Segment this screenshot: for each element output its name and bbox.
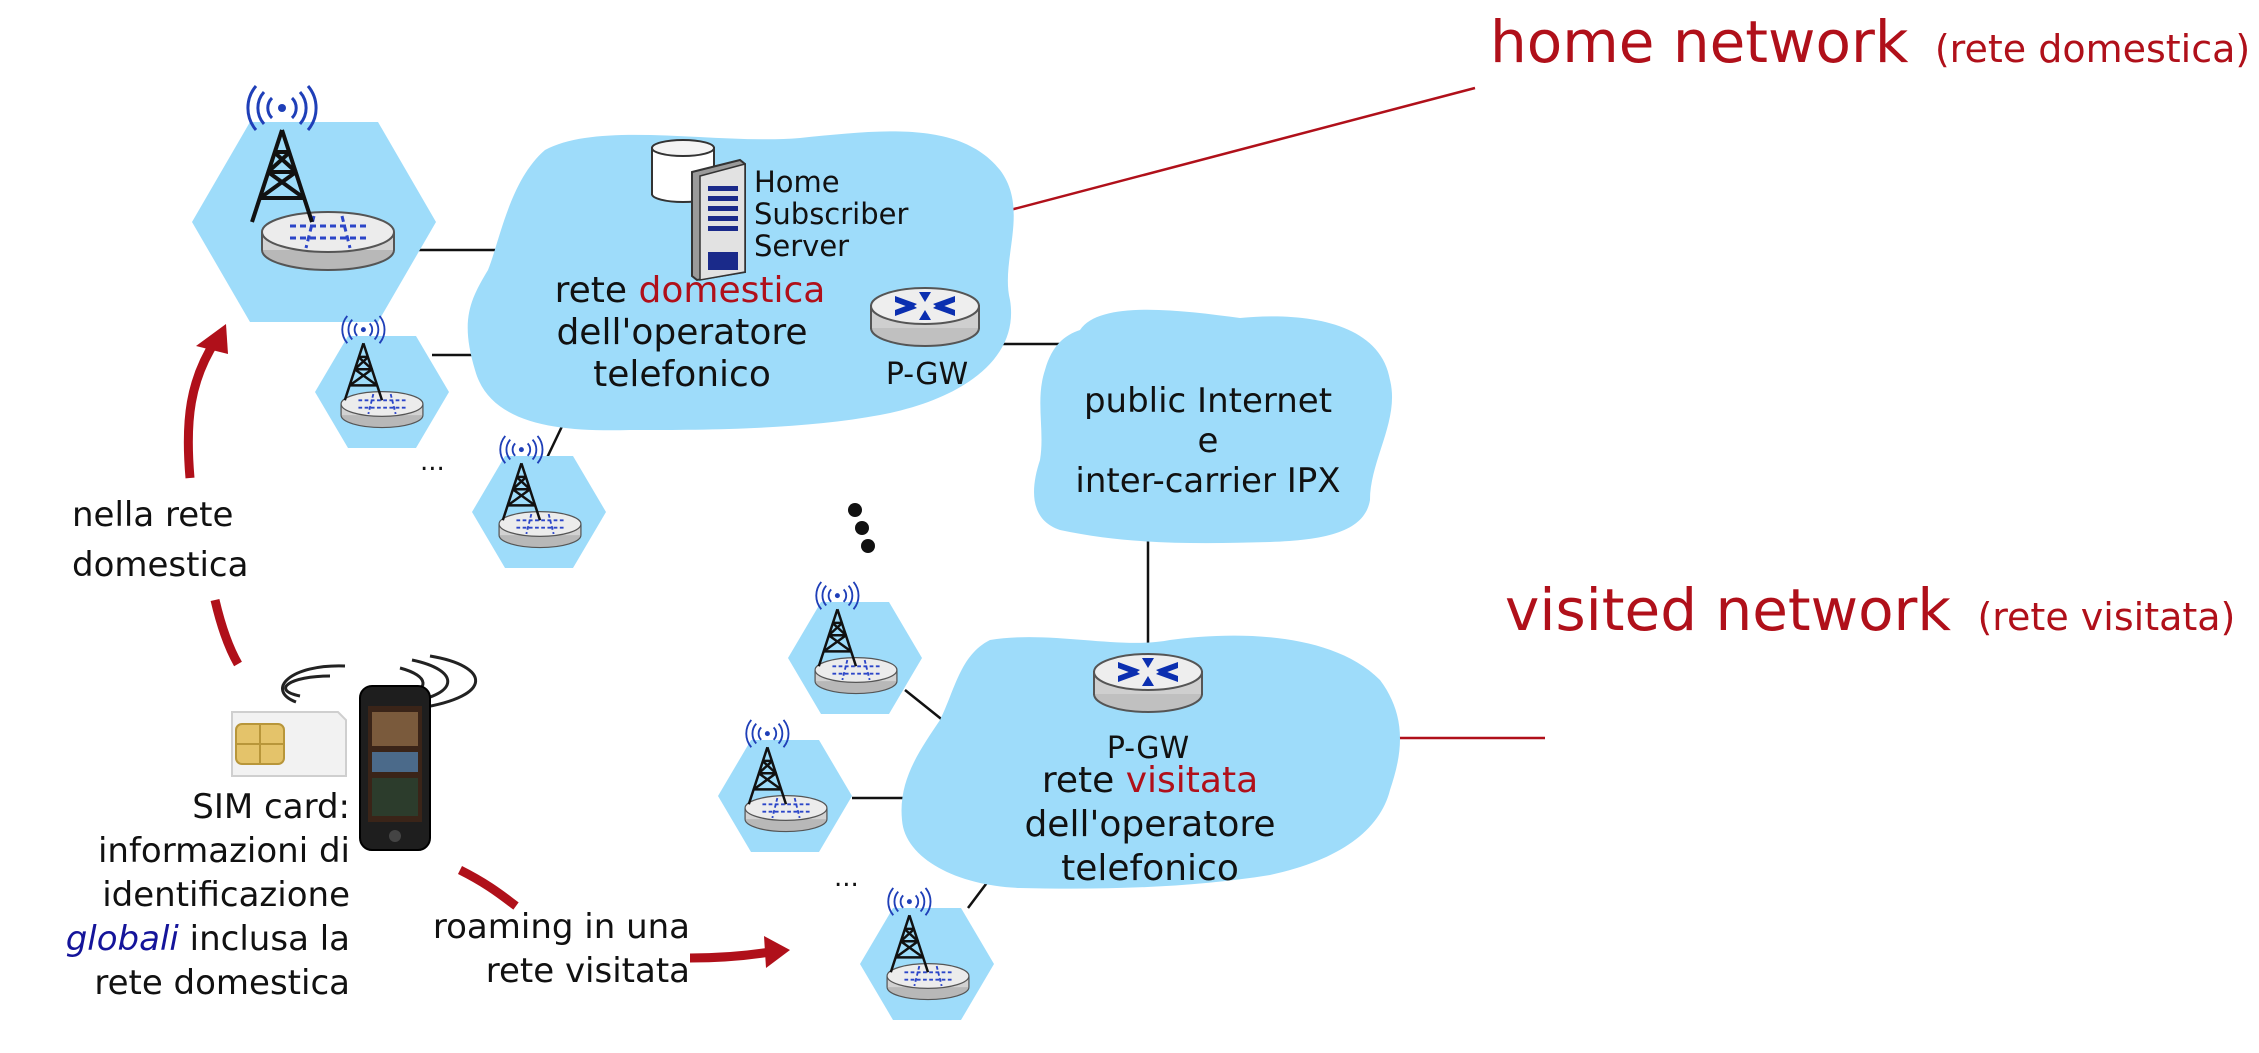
ellipsis-home: ...	[420, 447, 445, 477]
visited-cloud-label-line3: telefonico	[1061, 848, 1239, 889]
pgw-home-label: P-GW	[886, 357, 968, 392]
home-network-cloud	[467, 131, 1014, 431]
base-station-icon	[260, 210, 396, 272]
sim-label-line2: informazioni di	[98, 831, 350, 871]
hss-label-line2: Subscriber	[754, 197, 908, 231]
home-cloud-label-line3: telefonico	[593, 354, 771, 395]
internet-label-line2: e	[1198, 421, 1219, 461]
nella-rete-label-line1: nella rete	[72, 495, 233, 535]
hss-label-line1: Home	[754, 165, 840, 199]
nella-rete-label-line2: domestica	[72, 545, 248, 585]
cell-home-3	[472, 434, 606, 568]
cell-home-2	[315, 314, 449, 448]
arrow-to-visited	[457, 865, 790, 968]
home-cloud-label-line1: rete domestica	[555, 270, 826, 311]
router-icon	[870, 287, 980, 347]
visited-cloud-label-line1: rete visitata	[1042, 760, 1258, 801]
home-network-title: home network (rete domestica)	[1490, 8, 2250, 76]
home-cloud-label-line2: dell'operatore	[556, 312, 807, 353]
cell-visited-2	[718, 718, 852, 852]
arrow-to-home	[183, 324, 242, 667]
sim-label-line3: identificazione	[102, 875, 350, 915]
cell-visited-1	[788, 580, 922, 714]
hss-label-line3: Server	[754, 229, 849, 263]
router-icon	[1093, 653, 1203, 713]
roaming-label-line1: roaming in una	[433, 907, 690, 947]
server-icon	[691, 158, 746, 282]
sim-card-icon	[231, 711, 347, 777]
sim-label-line5: rete domestica	[94, 963, 350, 1003]
pgw-visited-label: P-GW	[1107, 731, 1189, 766]
smartphone-icon	[359, 685, 431, 851]
internet-label-line3: inter-carrier IPX	[1075, 461, 1340, 501]
sim-label-line1: SIM card:	[192, 787, 350, 827]
visited-network-cloud	[901, 635, 1400, 889]
cell-visited-3	[860, 886, 994, 1020]
visited-cloud-label-line2: dell'operatore	[1024, 804, 1275, 845]
sim-label-line4: globali inclusa la	[66, 919, 350, 959]
public-internet-cloud	[1034, 309, 1393, 544]
roaming-label-line2: rete visitata	[486, 951, 690, 991]
ellipsis-dots-vertical	[848, 503, 875, 553]
visited-network-title: visited network (rete visitata)	[1505, 576, 2235, 644]
ellipsis-visited: ...	[834, 863, 859, 893]
cell-large-home	[192, 84, 436, 322]
internet-label-line1: public Internet	[1084, 381, 1332, 421]
